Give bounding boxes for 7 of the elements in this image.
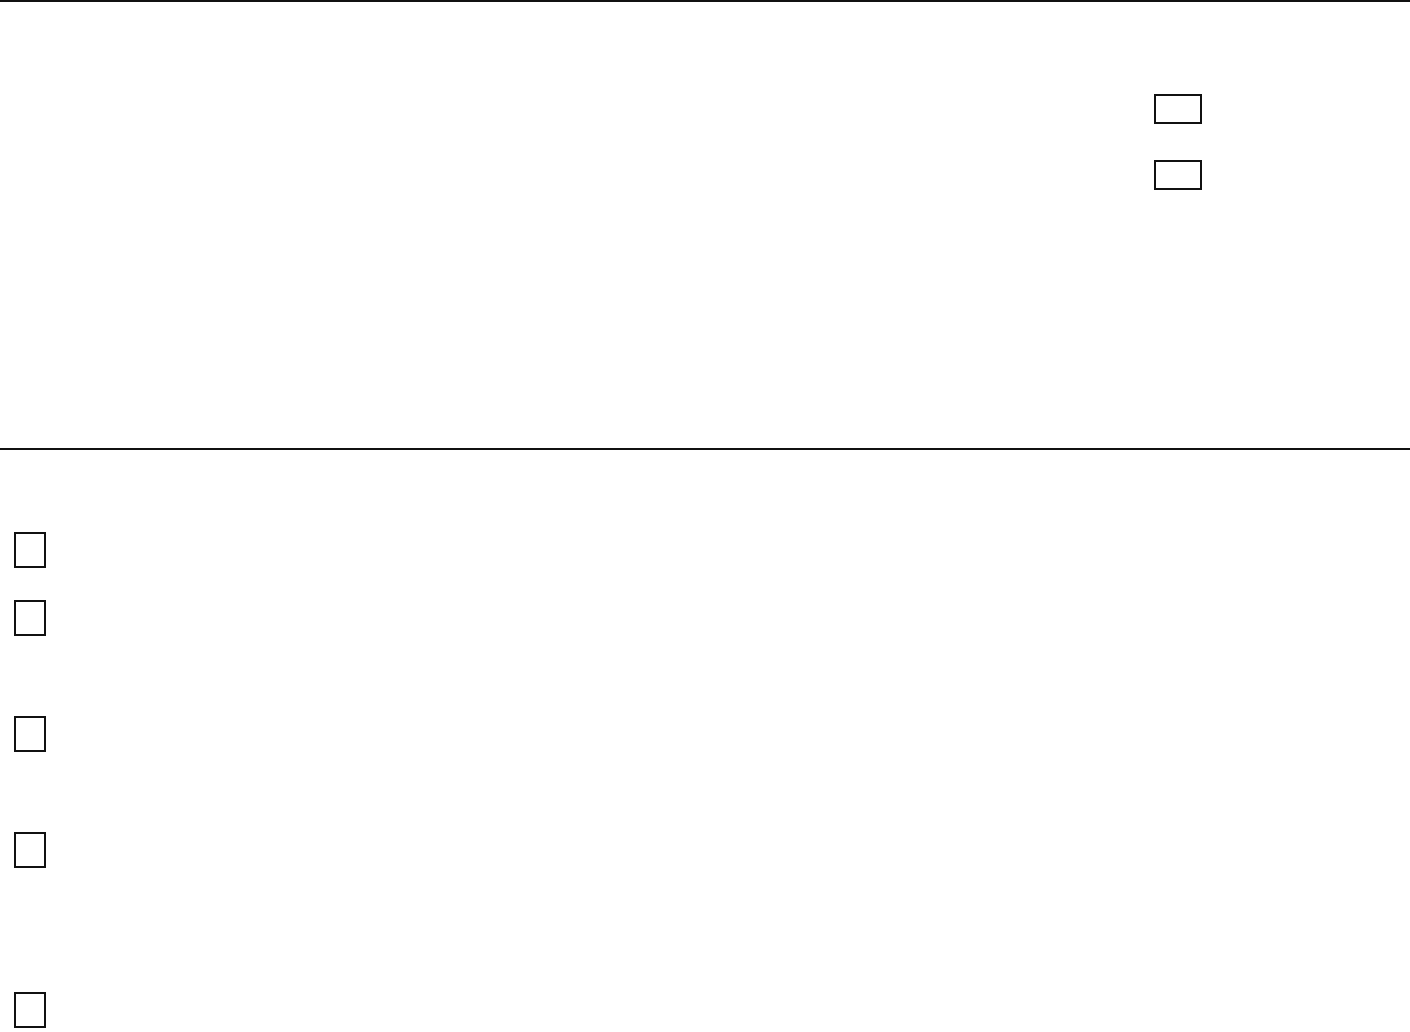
empty-box bbox=[14, 992, 46, 1028]
empty-box bbox=[14, 716, 46, 752]
empty-box bbox=[14, 600, 46, 636]
empty-box bbox=[14, 832, 46, 868]
empty-box bbox=[14, 532, 46, 568]
empty-box bbox=[1154, 160, 1202, 190]
empty-box bbox=[1154, 94, 1202, 124]
